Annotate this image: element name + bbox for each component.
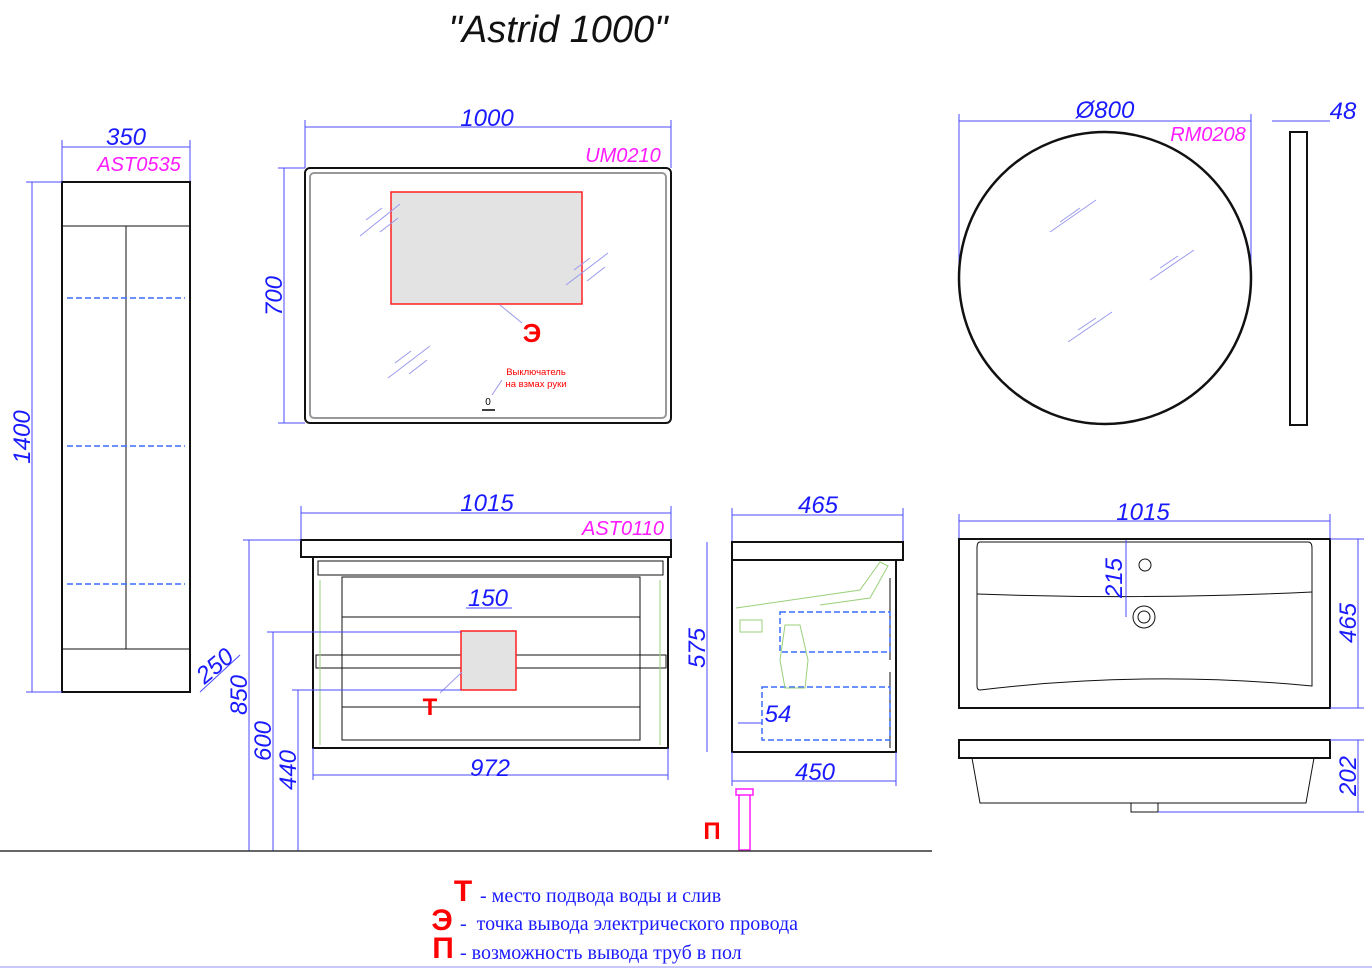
height-850-label: 850 — [226, 674, 253, 715]
mirror-code: UM0210 — [585, 145, 661, 167]
mirror-display-area — [390, 191, 583, 305]
side-offset-label: 54 — [765, 701, 792, 728]
vanity-side: 465 575 54 450 П — [684, 492, 904, 851]
switch-label-line1: Выключатель — [506, 367, 566, 378]
floor-pipe-mark: П — [703, 818, 720, 845]
mirror-height-label: 700 — [261, 275, 288, 316]
legend-mark-floor: П — [432, 932, 454, 965]
water-point-mark: Т — [423, 694, 438, 721]
side-height-label: 575 — [684, 627, 711, 668]
round-mirror: Ø800 RM0208 48 — [957, 97, 1357, 426]
electric-point-mark: Э — [523, 318, 542, 348]
floor-pipe — [738, 793, 751, 851]
round-mirror-diameter-label: Ø800 — [1075, 97, 1135, 124]
mirror-width-label: 1000 — [460, 105, 514, 132]
switch-symbol: 0 — [485, 397, 491, 408]
vanity-width-label: 1015 — [460, 490, 514, 517]
side-depth-label: 465 — [798, 492, 839, 519]
basin-width-label: 1015 — [1116, 499, 1170, 526]
basin-side-view: 202 — [958, 739, 1364, 813]
height-440-label: 440 — [275, 749, 302, 790]
height-600-label: 600 — [250, 720, 277, 761]
hole-offset-label: 215 — [1101, 557, 1128, 599]
drawing-title: "Astrid 1000" — [448, 9, 669, 51]
vanity-code: AST0110 — [581, 518, 664, 540]
round-mirror-thickness-label: 48 — [1330, 98, 1357, 125]
side-body-depth-label: 450 — [795, 759, 836, 786]
legend-text-electric: - точка вывода электрического провода — [460, 913, 798, 935]
basin-top-view: 1015 215 465 — [958, 499, 1364, 709]
cabinet-width-label: 350 — [106, 124, 147, 151]
round-mirror-code: RM0208 — [1170, 124, 1246, 146]
vanity-front: 1015 AST0110 150 Т 972 850 600 440 — [226, 490, 672, 851]
outlet-width-label: 150 — [468, 585, 509, 612]
switch-label-line2: на взмах руки — [505, 379, 566, 390]
inner-width-label: 972 — [470, 755, 510, 782]
legend-text-floor: - возможность вывода труб в пол — [460, 942, 742, 964]
legend: Т - место подвода воды и слив Э - точка … — [431, 875, 798, 965]
tall-cabinet: 350 AST0535 1400 250 — [9, 124, 241, 693]
legend-text-water: - место подвода воды и слив — [480, 885, 721, 907]
basin-depth-label: 465 — [1335, 602, 1362, 643]
water-outlet-area — [460, 630, 517, 691]
legend-mark-water: Т — [454, 875, 472, 908]
cabinet-height-label: 1400 — [9, 410, 36, 464]
cabinet-code: AST0535 — [96, 154, 181, 176]
basin-height-label: 202 — [1335, 756, 1362, 797]
led-mirror: 1000 UM0210 Э Выключатель на взмах руки … — [261, 105, 672, 424]
legend-mark-electric: Э — [431, 904, 452, 937]
